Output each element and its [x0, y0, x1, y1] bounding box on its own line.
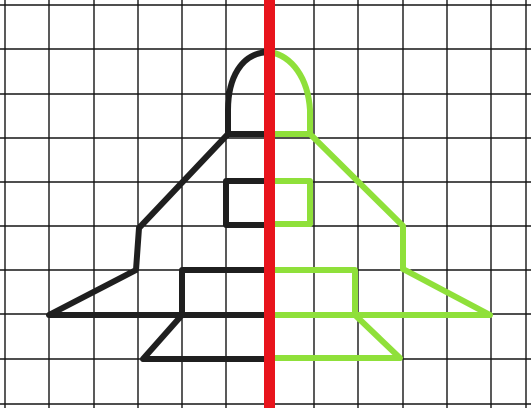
- green-nose-arc: [267, 49, 313, 137]
- black-nose-arc: [225, 49, 273, 137]
- green-window-square: [267, 178, 313, 227]
- black-window-square: [223, 178, 273, 228]
- black-lower-rectangle: [179, 267, 273, 318]
- green-fin: [267, 312, 403, 361]
- black-outer-body: [46, 131, 273, 318]
- black-fin: [140, 312, 273, 362]
- reflected-rocket-half-green: [267, 49, 493, 361]
- green-outer-body: [267, 131, 493, 318]
- green-lower-rectangle: [267, 267, 358, 318]
- mirror-line: [264, 0, 275, 408]
- original-rocket-half-black: [46, 49, 273, 362]
